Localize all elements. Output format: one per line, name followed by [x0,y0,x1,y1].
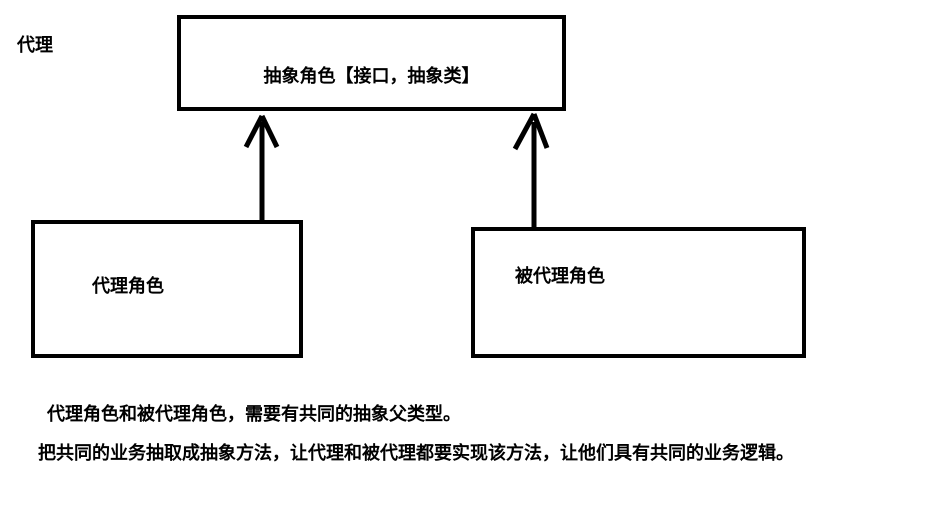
edge-target-to-abstract [512,112,550,229]
node-target-role-label: 被代理角色 [515,266,605,287]
node-abstract-role[interactable]: 抽象角色【接口，抽象类】 [177,15,566,111]
caption-line-1: 代理角色和被代理角色，需要有共同的抽象父类型。 [47,404,461,425]
node-target-role[interactable]: 被代理角色 [471,227,806,358]
arrowhead-left-barb [512,112,537,151]
arrowhead-right-barb [259,114,280,149]
edge-proxy-to-abstract [243,114,280,222]
caption-line-2: 把共同的业务抽取成抽象方法，让代理和被代理都要实现该方法，让他们具有共同的业务逻… [38,443,794,464]
node-proxy-role[interactable]: 代理角色 [31,220,303,358]
arrowhead-right-barb [531,113,550,149]
diagram-title: 代理 [17,35,53,56]
arrowhead-left-barb [243,114,265,149]
node-abstract-role-label: 抽象角色【接口，抽象类】 [263,66,480,87]
node-proxy-role-label: 代理角色 [92,276,164,297]
